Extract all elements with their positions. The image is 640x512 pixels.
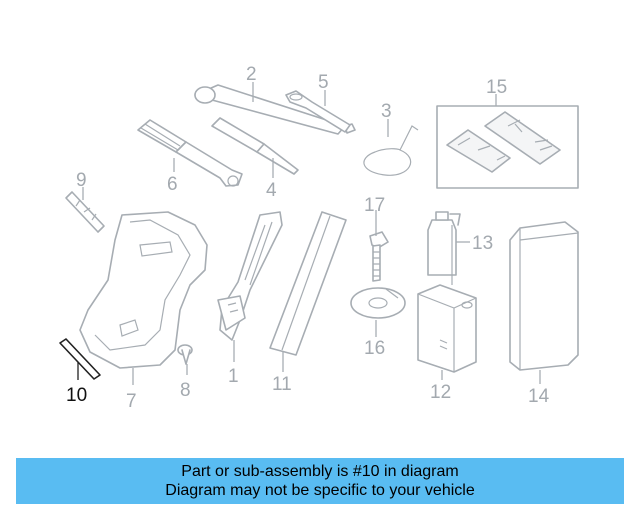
part-4-screwdriver — [211, 117, 299, 175]
part-5-tow-hook — [285, 90, 351, 133]
callout-14: 14 — [528, 386, 550, 407]
part-14-case — [509, 221, 579, 371]
callout-17: 17 — [364, 195, 385, 216]
callout-10: 10 — [66, 385, 87, 406]
part-8-push-pin — [177, 344, 193, 365]
leader-lines — [77, 82, 541, 385]
part-17-bolt — [369, 231, 389, 282]
part-10-trim-strip — [59, 338, 101, 380]
callout-3: 3 — [381, 101, 392, 122]
callout-9: 9 — [76, 170, 87, 191]
callouts: 2 5 15 3 6 4 9 17 13 16 1 11 8 12 14 7 1… — [66, 64, 550, 412]
callout-7: 7 — [126, 391, 137, 412]
callout-4: 4 — [266, 180, 277, 201]
callout-11: 11 — [272, 374, 292, 395]
callout-12: 12 — [430, 382, 451, 403]
banner-line-2: Diagram may not be specific to your vehi… — [165, 482, 475, 499]
part-12-box — [417, 284, 477, 373]
parts-diagram: 2 5 15 3 6 4 9 17 13 16 1 11 8 12 14 7 1… — [59, 64, 579, 412]
part-1-jack — [217, 211, 283, 341]
part-11-bar — [269, 211, 347, 356]
part-9-clip — [65, 191, 105, 233]
part-16-washer — [350, 287, 406, 319]
part-15-label-set — [436, 105, 579, 189]
callout-16: 16 — [364, 338, 385, 359]
callout-13: 13 — [472, 233, 493, 254]
banner-line-1: Part or sub-assembly is #10 in diagram — [181, 463, 459, 480]
part-13-bottle — [427, 211, 461, 285]
callout-6: 6 — [167, 174, 178, 195]
callout-8: 8 — [180, 380, 191, 401]
info-banner: Part or sub-assembly is #10 in diagram D… — [16, 458, 624, 504]
part-6-handle — [137, 119, 243, 187]
part-7-tool-tray — [79, 211, 208, 369]
part-3-wire-hook — [363, 125, 419, 176]
callout-2: 2 — [246, 64, 257, 85]
callout-15: 15 — [486, 77, 507, 98]
callout-1: 1 — [228, 366, 239, 387]
callout-5: 5 — [318, 72, 329, 93]
